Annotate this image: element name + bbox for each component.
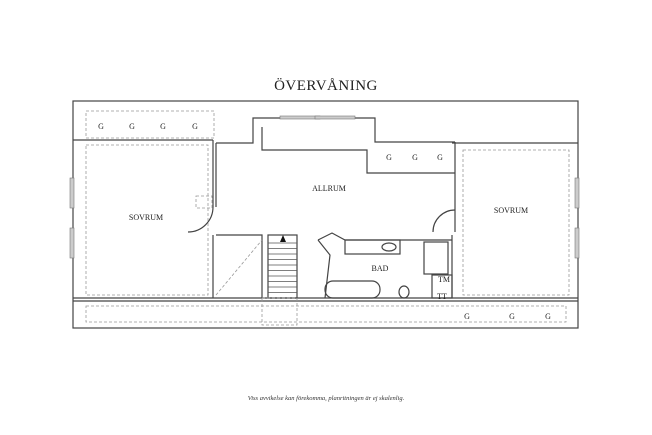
room-label-tm: TM: [438, 275, 450, 284]
stair-direction-arrow-icon: [280, 235, 286, 242]
storage-mark: G: [437, 153, 443, 162]
storage-mark: G: [412, 153, 418, 162]
plan-title: ÖVERVÅNING: [274, 77, 378, 94]
room-label-sovrum-right: SOVRUM: [494, 206, 528, 215]
room-label-tt: TT: [437, 292, 447, 301]
room-label-allrum: ALLRUM: [312, 184, 346, 193]
dashed-eaves: [85, 110, 570, 326]
room-label-bad: BAD: [372, 264, 389, 273]
storage-mark: G: [160, 122, 166, 131]
storage-mark: G: [129, 122, 135, 131]
storage-mark: G: [192, 122, 198, 131]
storage-marks: G G G G G G G G G G: [98, 122, 551, 321]
storage-mark: G: [464, 312, 470, 321]
storage-mark: G: [98, 122, 104, 131]
disclaimer-caption: Viss avvikelse kan förekomma, planritnin…: [248, 395, 405, 402]
windows: [69, 115, 580, 259]
room-label-sovrum-left: SOVRUM: [129, 213, 163, 222]
storage-mark: G: [509, 312, 515, 321]
stair-treads: [268, 242, 297, 293]
storage-mark: G: [386, 153, 392, 162]
storage-mark: G: [545, 312, 551, 321]
